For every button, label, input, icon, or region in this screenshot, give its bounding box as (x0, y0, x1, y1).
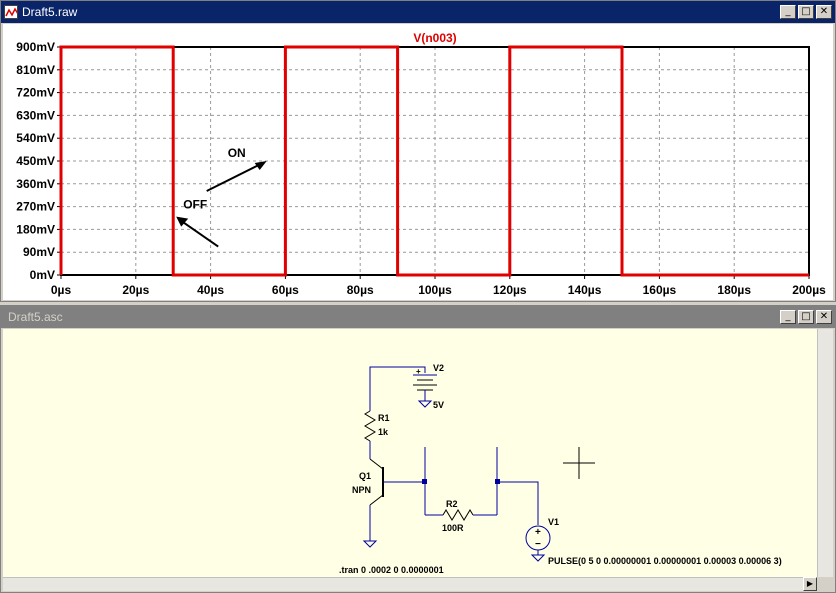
ground-v2-icon (417, 400, 433, 408)
vertical-scrollbar[interactable] (817, 329, 833, 577)
maximize-button[interactable]: □ (798, 310, 814, 324)
x-tick-label: 120µs (493, 283, 527, 297)
close-button[interactable]: ✕ (816, 5, 832, 19)
schematic-window[interactable]: Draft5.asc _ □ ✕ (0, 305, 836, 593)
y-tick-label: 450mV (16, 154, 55, 168)
y-tick-label: 180mV (16, 222, 55, 236)
schematic-titlebar[interactable]: Draft5.asc _ □ ✕ (1, 306, 835, 328)
x-tick-label: 100µs (418, 283, 452, 297)
minimize-button[interactable]: _ (780, 310, 796, 324)
scroll-right-icon[interactable]: ▶ (803, 577, 817, 591)
plot-window[interactable]: Draft5.raw _ □ ✕ 0µs 20µs 40µs 60µs 80µs 100µ… (0, 0, 836, 302)
resistor-r2 (442, 509, 474, 521)
x-tick-label: 20µs (122, 283, 149, 297)
svg-text:−: − (535, 539, 541, 550)
y-tick-label: 900mV (16, 40, 55, 54)
y-tick-label: 630mV (16, 108, 55, 122)
plot-titlebar[interactable]: Draft5.raw _ □ ✕ (1, 1, 835, 23)
schematic-window-title: Draft5.asc (8, 310, 63, 324)
r2-name-label: R2 (446, 499, 458, 509)
x-tick-label: 40µs (197, 283, 224, 297)
minimize-button[interactable]: _ (780, 5, 796, 19)
maximize-button[interactable]: □ (798, 5, 814, 19)
crosshair-cursor-icon (563, 447, 595, 479)
y-tick-label: 810mV (16, 63, 55, 77)
arrowhead-icon (176, 216, 189, 227)
tran-directive[interactable]: .tran 0 .0002 0 0.0000001 (339, 565, 444, 575)
annotation-arrow (181, 220, 219, 248)
close-button[interactable]: ✕ (816, 310, 832, 324)
svg-text:+: + (416, 367, 421, 376)
y-tick-label: 720mV (16, 86, 55, 100)
x-tick-label: 140µs (568, 283, 602, 297)
arrowhead-icon (254, 161, 267, 170)
x-tick-label: 0µs (51, 283, 72, 297)
x-tick-label: 180µs (717, 283, 751, 297)
r1-name-label: R1 (378, 413, 390, 423)
y-tick-label: 0mV (30, 268, 55, 282)
v1-value-label: PULSE(0 5 0 0.00000001 0.00000001 0.0000… (548, 556, 782, 566)
q1-type-label: NPN (352, 485, 371, 495)
chart-title[interactable]: V(n003) (413, 31, 456, 45)
plot-window-title: Draft5.raw (22, 5, 78, 19)
v2-value-label: 5V (433, 400, 444, 410)
ground-q1-icon (362, 540, 378, 548)
annotation-arrow (206, 163, 262, 192)
q1-name-label: Q1 (359, 471, 371, 481)
horizontal-scrollbar[interactable]: ▶ (3, 577, 817, 591)
plot-area[interactable]: 0µs 20µs 40µs 60µs 80µs 100µs 120µs 140µs 160µs 1… (3, 24, 833, 300)
schematic-canvas[interactable]: + − + V2 5V R1 1k Q1 NPN R2 100R V1 PULS… (3, 329, 817, 577)
svg-text:+: + (535, 527, 541, 538)
x-tick-label: 200µs (792, 283, 826, 297)
resistor-r1 (364, 410, 376, 442)
v2-name-label: V2 (433, 363, 444, 373)
y-tick-label: 540mV (16, 131, 55, 145)
wire-v2-r1 (369, 366, 426, 399)
schematic-drawing: + − + V2 5V R1 1k Q1 NPN R2 100R V1 PULS… (339, 363, 782, 575)
x-tick-label: 80µs (347, 283, 374, 297)
v1-name-label: V1 (548, 517, 559, 527)
y-tick-label: 270mV (16, 200, 55, 214)
y-tick-label: 90mV (23, 245, 55, 259)
y-tick-label: 360mV (16, 177, 55, 191)
x-tick-label: 160µs (643, 283, 677, 297)
annotation-label: OFF (183, 198, 207, 212)
series-line (59, 45, 809, 277)
r1-value-label: 1k (378, 427, 389, 437)
waveform-app-icon (4, 5, 18, 19)
r2-value-label: 100R (442, 523, 464, 533)
x-tick-label: 60µs (272, 283, 299, 297)
annotation-label: ON (228, 146, 246, 160)
waveform-chart: 0µs 20µs 40µs 60µs 80µs 100µs 120µs 140µs 160µs 1… (16, 31, 826, 297)
ground-v1-icon (530, 554, 546, 562)
